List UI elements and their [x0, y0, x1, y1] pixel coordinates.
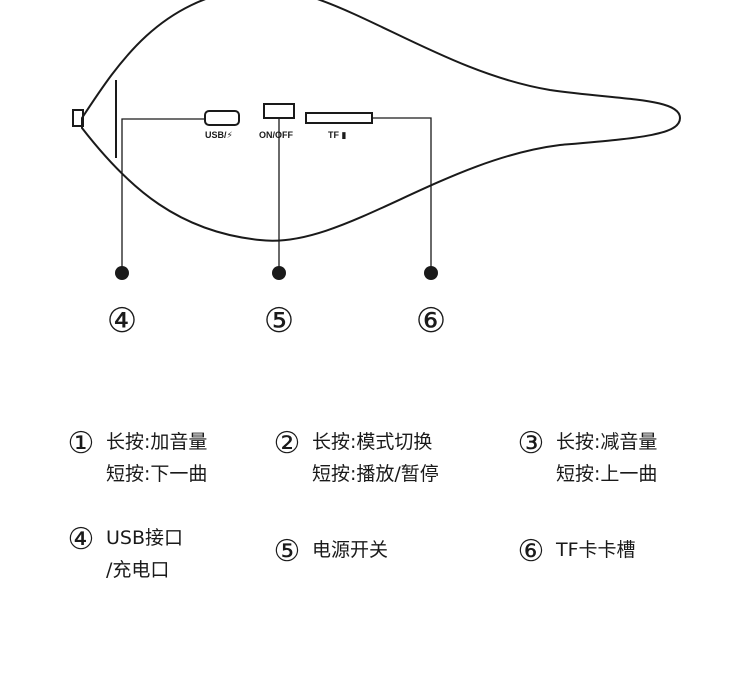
power-switch-icon [263, 103, 295, 119]
callout-dot-usb [115, 266, 129, 280]
legend-number: ⑤ [273, 534, 301, 569]
legend-line-1: TF卡卡槽 [556, 539, 636, 561]
device-diagram: USB/⚡ ON/OFF TF ▮ ④ ⑤ ⑥ [72, 0, 682, 341]
callout-line-tf [372, 117, 432, 272]
legend-item-3: ③ 长按:减音量 短按:上一曲 [512, 426, 658, 490]
legend-line-1: 长按:加音量 [106, 431, 208, 453]
legend-line-1: 长按:减音量 [556, 431, 658, 453]
legend-line-1: USB接口 [106, 527, 184, 549]
callout-number-5: ⑤ [264, 301, 294, 341]
legend-number: ⑥ [517, 534, 545, 569]
legend-number: ④ [67, 522, 95, 557]
legend-item-4: ④ USB接口 /充电口 [62, 522, 183, 586]
legend-item-5: ⑤ 电源开关 [268, 534, 388, 570]
legend-line-1: 长按:模式切换 [312, 431, 433, 453]
legend-line-2: 短按:上一曲 [556, 463, 658, 485]
legend-line-2: 短按:播放/暂停 [312, 463, 439, 485]
legend-item-1: ① 长按:加音量 短按:下一曲 [62, 426, 208, 490]
legend-item-6: ⑥ TF卡卡槽 [512, 534, 636, 570]
legend-line-2: 短按:下一曲 [106, 463, 208, 485]
power-switch-label: ON/OFF [259, 130, 293, 140]
tf-slot-label: TF ▮ [328, 130, 346, 140]
legend-line-2: /充电口 [106, 559, 170, 581]
callout-dot-tf [424, 266, 438, 280]
usb-port-label: USB/⚡ [205, 130, 233, 140]
legend-number: ① [67, 426, 95, 461]
legend-line-1: 电源开关 [312, 539, 389, 561]
usb-port-icon [204, 110, 240, 126]
callout-number-6: ⑥ [416, 301, 446, 341]
tf-slot-icon [305, 112, 373, 124]
device-nub [72, 109, 84, 127]
legend-item-2: ② 长按:模式切换 短按:播放/暂停 [268, 426, 439, 490]
callout-dot-power [272, 266, 286, 280]
legend-number: ② [273, 426, 301, 461]
device-body-outline [81, 0, 682, 242]
callout-number-4: ④ [107, 301, 137, 341]
callout-line-usb [121, 118, 205, 272]
legend-number: ③ [517, 426, 545, 461]
